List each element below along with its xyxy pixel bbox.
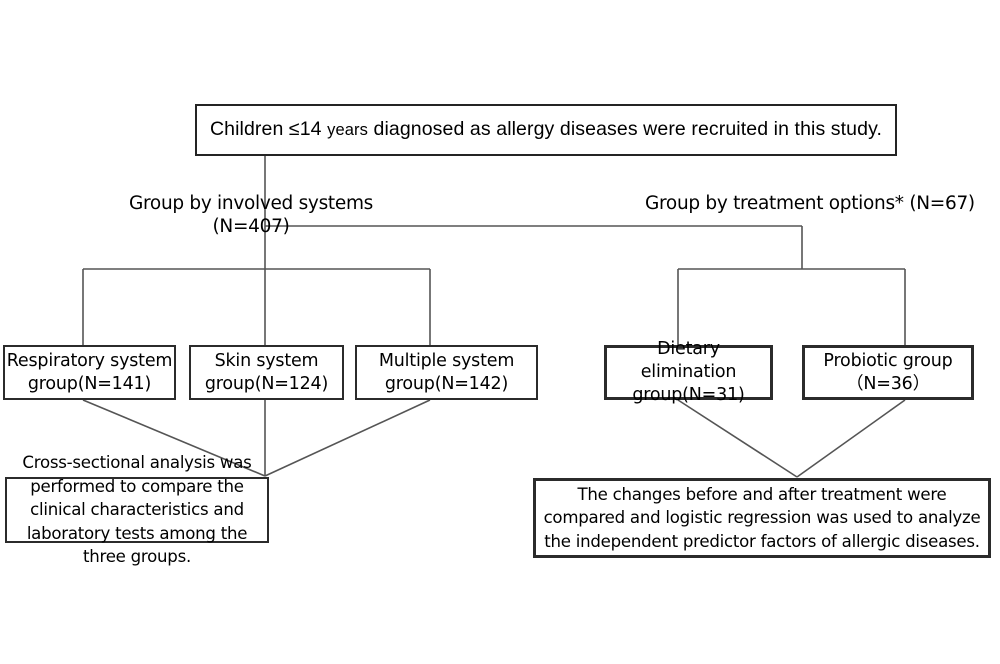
recruitment-text-years: years [327, 121, 368, 140]
recruitment-text-part1: Children ≤14 [209, 118, 328, 141]
group-box-multiple: Multiple system group(N=142) [355, 345, 538, 400]
conclusion-box-cross-sectional: Cross-sectional analysis was performed t… [5, 453, 269, 566]
recruitment-box: Children ≤14 years diagnosed as allergy … [195, 104, 897, 156]
group-box-dietary-elimination: Dietary elimination group(N=31) [604, 339, 773, 405]
group-box-probiotic: Probiotic group （N=36） [802, 345, 974, 400]
recruitment-text: Children ≤14 years diagnosed as allergy … [210, 117, 882, 142]
branch-label-involved-systems: Group by involved systems (N=407) [128, 193, 374, 238]
conclusion-box-treatment-changes: The changes before and after treatment w… [533, 478, 991, 558]
connector-left-funnel-b [264, 399, 431, 477]
connector-right-funnel-b [796, 399, 906, 478]
group-box-skin: Skin system group(N=124) [189, 345, 344, 400]
group-box-respiratory: Respiratory system group(N=141) [3, 345, 176, 400]
branch-label-treatment-options: Group by treatment options* (N=67) [645, 193, 975, 214]
recruitment-text-part2: diagnosed as allergy diseases were recru… [368, 118, 882, 141]
connector-right-funnel-a [677, 399, 798, 478]
